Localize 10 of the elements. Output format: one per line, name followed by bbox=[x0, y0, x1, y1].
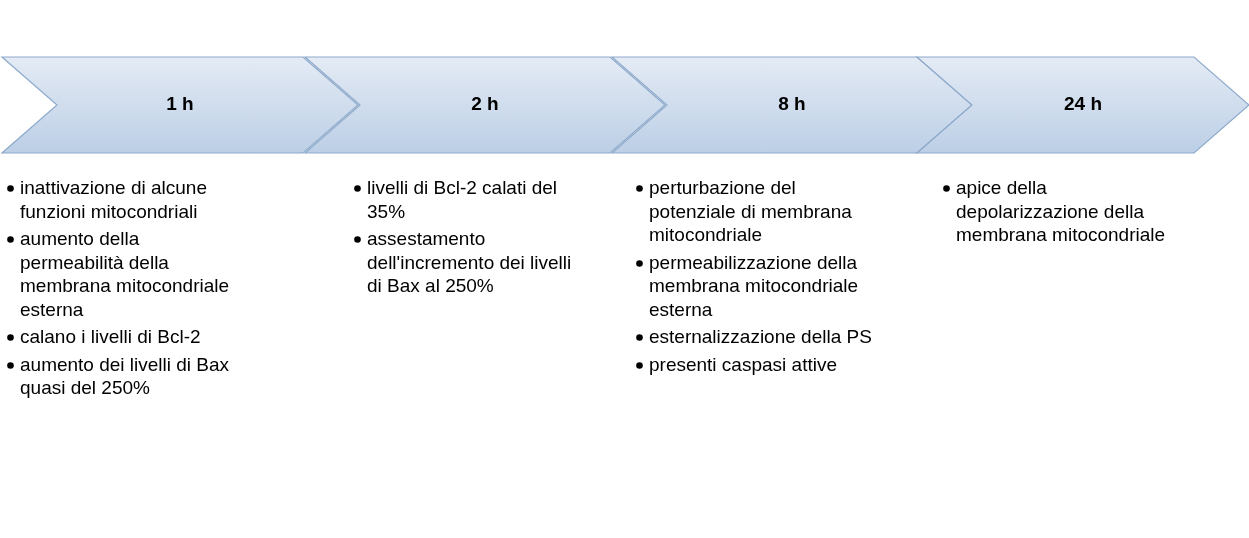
bullet-text: calano i livelli di Bcl-2 bbox=[20, 326, 201, 347]
bullet-text: aumento dei livelli di Bax quasi del 250% bbox=[20, 353, 230, 398]
time-label: 8 h bbox=[778, 93, 806, 115]
bullet-text: assestamento dell'incremento dei livelli di Bax al 250% bbox=[367, 228, 572, 296]
time-label: 2 h bbox=[471, 93, 499, 115]
bullet-text: esternalizzazione della PS bbox=[649, 326, 872, 347]
time-label: 1 h bbox=[166, 93, 194, 115]
bullet-text: presenti caspasi attive bbox=[649, 353, 837, 375]
bullet-text: apice della depolarizzazione della membrana mitocondriale bbox=[956, 177, 1166, 245]
time-label: 24 h bbox=[1064, 93, 1102, 115]
